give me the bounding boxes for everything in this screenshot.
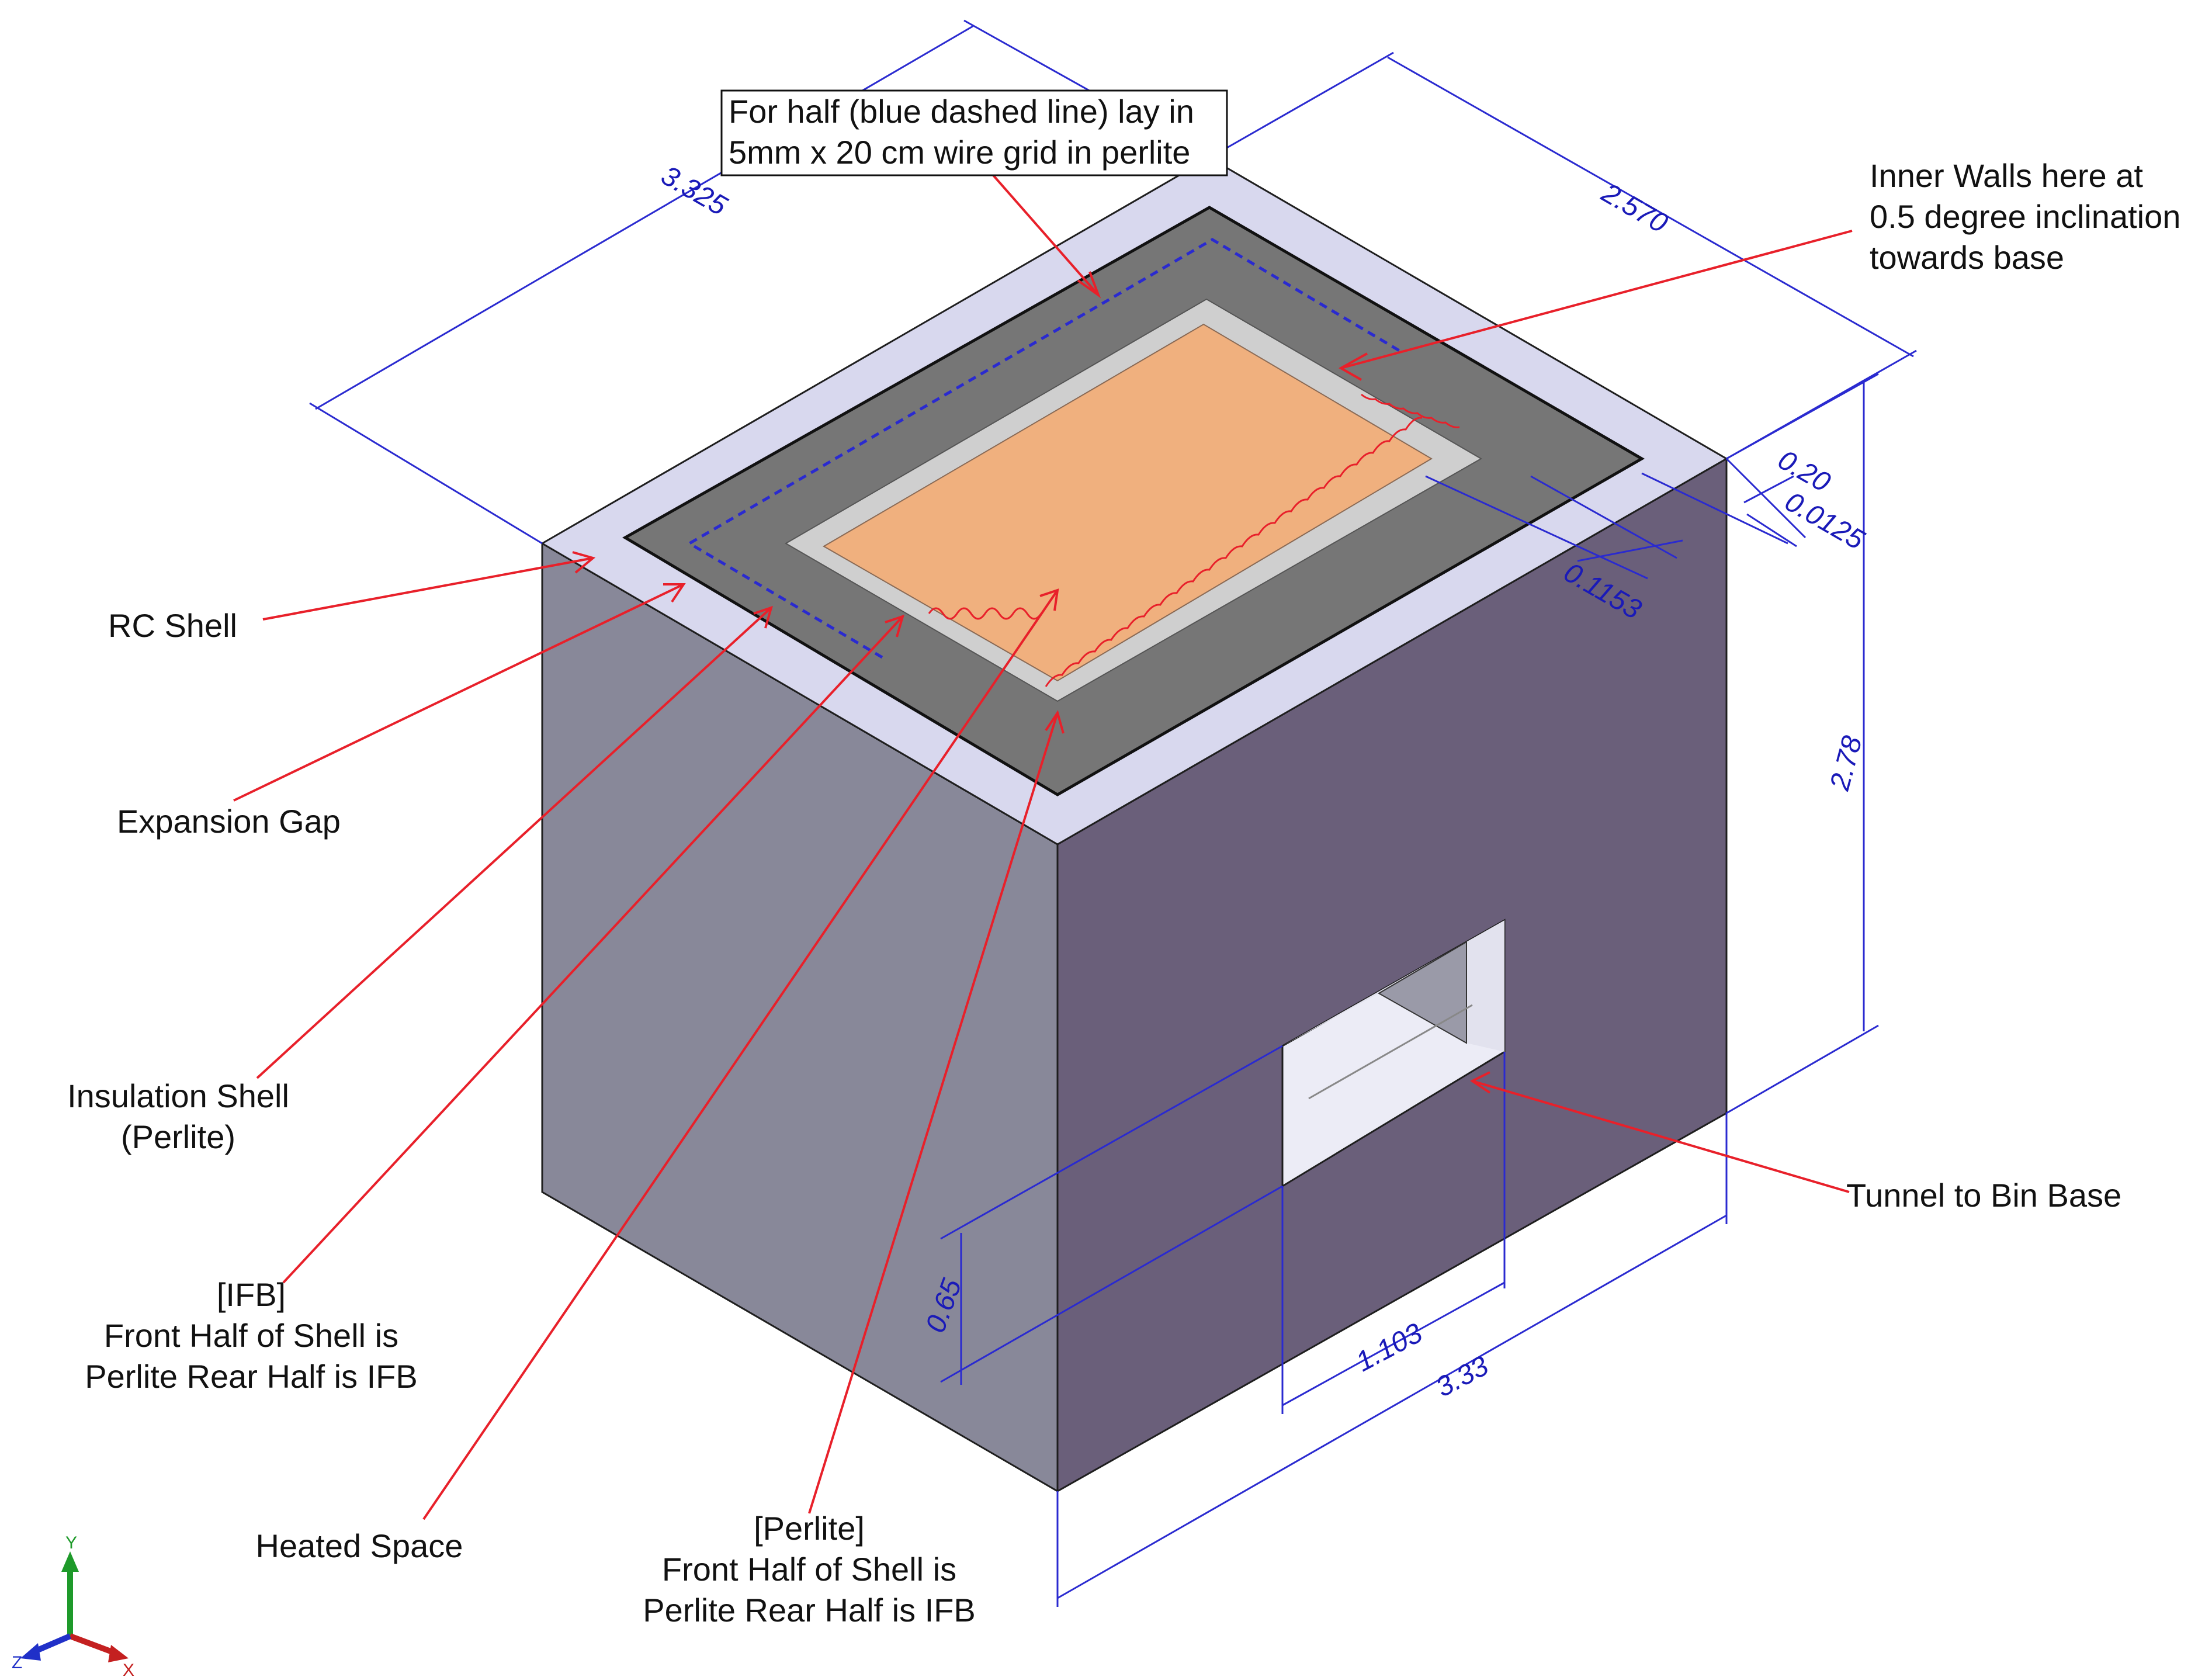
top-note-line-2: 5mm x 20 cm wire grid in perlite (729, 134, 1190, 171)
leader-expansion-gap (233, 583, 684, 802)
dim-01153-line (1577, 539, 1683, 562)
leader-heated-space (422, 589, 1059, 1520)
callout-expansion-gap: Expansion Gap (117, 803, 341, 840)
box-body (540, 157, 1728, 1493)
inner-walls-line-3: towards base (1870, 239, 2064, 276)
axis-x-label: X (123, 1661, 134, 1677)
wall-inclination-marks (928, 393, 1460, 687)
leader-top-note (992, 174, 1100, 296)
dim-333-label: 3.33 (1431, 1350, 1494, 1404)
callout-ifb: [IFB] Front Half of Shell is Perlite Rea… (85, 1276, 418, 1395)
perlite-line-2: Front Half of Shell is (662, 1551, 956, 1588)
axis-z-label: Z (12, 1653, 22, 1672)
callout-tunnel: Tunnel to Bin Base (1846, 1177, 2121, 1214)
callout-top-note: For half (blue dashed line) lay in 5mm x… (720, 89, 1228, 176)
top-note-box (720, 89, 1228, 176)
callout-inner-walls: Inner Walls here at 0.5 degree inclinati… (1870, 157, 2180, 276)
axis-x-line (69, 1633, 118, 1657)
leader-inner-walls (1340, 230, 1853, 369)
ifb-line-3: Perlite Rear Half is IFB (85, 1358, 418, 1395)
dim-00125-line (1746, 513, 1797, 548)
ifb-line-2: Front Half of Shell is (104, 1317, 398, 1354)
top-note-line-1: For half (blue dashed line) lay in (729, 93, 1194, 130)
callout-rc-shell: RC Shell (108, 607, 237, 644)
dim-1103-label: 1.103 (1351, 1318, 1427, 1378)
axis-y-arrow (61, 1551, 79, 1572)
dim-1103-line (1282, 1281, 1505, 1406)
inner-walls-line-1: Inner Walls here at (1870, 157, 2143, 194)
perlite-line-3: Perlite Rear Half is IFB (643, 1592, 976, 1629)
leader-ifb (282, 615, 904, 1284)
axis-triad: Y X Z (12, 1533, 134, 1677)
heated-space-top (823, 323, 1433, 682)
axis-z-arrow (20, 1643, 41, 1661)
leader-tunnel (1472, 1080, 1850, 1193)
callout-heated-space: Heated Space (256, 1527, 463, 1564)
tunnel-floor-line (1308, 1004, 1473, 1100)
perlite-line-1: [Perlite] (754, 1510, 865, 1547)
callout-insulation-shell: Insulation Shell (Perlite) (67, 1077, 289, 1155)
dim-2570-label: 2.570 (1596, 177, 1673, 240)
dim-020-line (1743, 475, 1794, 504)
dim-00125-label: 0.0125 (1780, 486, 1870, 556)
dim-333-line (1057, 1214, 1727, 1599)
leader-lines (233, 174, 1853, 1520)
inner-walls-line-2: 0.5 degree inclination (1870, 198, 2180, 235)
ifb-line-1: [IFB] (217, 1276, 286, 1313)
axis-x-arrow (108, 1645, 129, 1662)
leader-rc-shell (262, 557, 594, 621)
leader-perlite (808, 712, 1059, 1514)
dim-278-label: 2.78 (1824, 733, 1868, 794)
insulation-shell-line-2: (Perlite) (121, 1118, 235, 1155)
axis-y-label: Y (65, 1533, 77, 1553)
dim-2570-line (1387, 56, 1914, 358)
leader-insulation-shell (256, 607, 772, 1079)
tunnel-interior-wall (1377, 941, 1467, 1044)
wire-grid-dashed-line (687, 238, 1400, 659)
callout-perlite: [Perlite] Front Half of Shell is Perlite… (643, 1510, 976, 1629)
dim-020-label: 0.20 (1773, 444, 1836, 498)
insulation-shell-line-1: Insulation Shell (67, 1077, 289, 1114)
